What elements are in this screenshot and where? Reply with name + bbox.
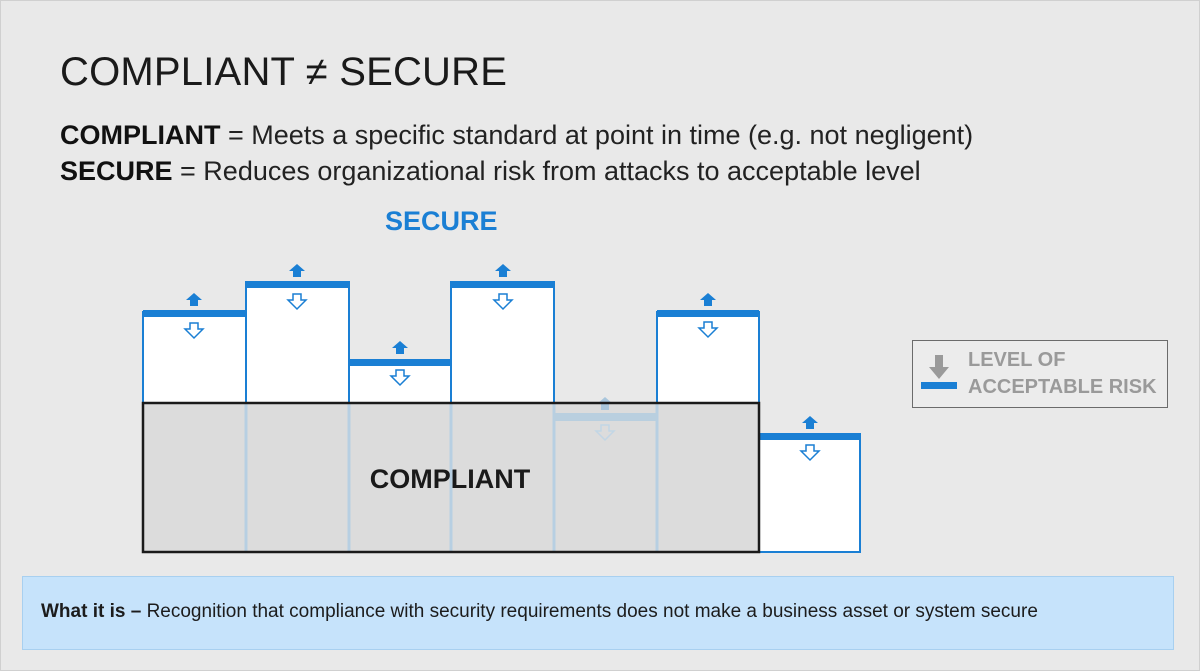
definition-secure: SECURE = Reduces organizational risk fro… xyxy=(60,156,921,187)
legend-text: LEVEL OF ACCEPTABLE RISK xyxy=(968,347,1168,401)
info-box: What it is – Recognition that compliance… xyxy=(22,576,1174,650)
risk-level-line xyxy=(451,281,554,288)
up-arrow-icon xyxy=(802,416,818,429)
down-arrow-icon xyxy=(594,424,616,442)
legend-line-1: LEVEL OF xyxy=(968,349,1066,371)
legend: LEVEL OF ACCEPTABLE RISK xyxy=(912,340,1168,408)
risk-level-line xyxy=(657,310,759,317)
up-arrow-icon xyxy=(495,264,511,277)
definition-text: = Meets a specific standard at point in … xyxy=(220,120,974,150)
definition-term: SECURE xyxy=(60,156,173,186)
legend-line-2: ACCEPTABLE RISK xyxy=(968,376,1157,398)
risk-level-line xyxy=(143,310,246,317)
risk-level-line xyxy=(554,413,657,421)
down-arrow-icon xyxy=(389,369,411,387)
definition-term: COMPLIANT xyxy=(60,120,221,150)
compliant-border xyxy=(141,401,761,554)
down-arrow-icon xyxy=(697,321,719,339)
down-arrow-on-bar-icon xyxy=(921,355,957,389)
info-body: Recognition that compliance with securit… xyxy=(141,601,1038,622)
down-arrow-icon xyxy=(183,322,205,340)
risk-level-line xyxy=(349,359,451,366)
definition-compliant: COMPLIANT = Meets a specific standard at… xyxy=(60,120,973,151)
info-text: What it is – Recognition that compliance… xyxy=(41,601,1038,623)
compliant-column-dividers xyxy=(244,404,659,551)
risk-level-line xyxy=(246,281,349,288)
up-arrow-icon xyxy=(392,341,408,354)
secure-label: SECURE xyxy=(385,206,498,236)
slide-title: COMPLIANT ≠ SECURE xyxy=(60,50,508,94)
down-arrow-icon xyxy=(286,293,308,311)
down-arrow-icon xyxy=(799,444,821,462)
up-arrow-icon xyxy=(700,293,716,306)
info-lead: What it is – xyxy=(41,601,142,622)
down-arrow-icon xyxy=(492,293,514,311)
risk-level-line xyxy=(759,433,860,440)
up-arrow-icon xyxy=(289,264,305,277)
bar-7 xyxy=(758,416,861,553)
up-arrow-icon xyxy=(186,293,202,306)
definition-text: = Reduces organizational risk from attac… xyxy=(172,156,921,186)
compliant-label: COMPLIANT xyxy=(370,464,531,494)
